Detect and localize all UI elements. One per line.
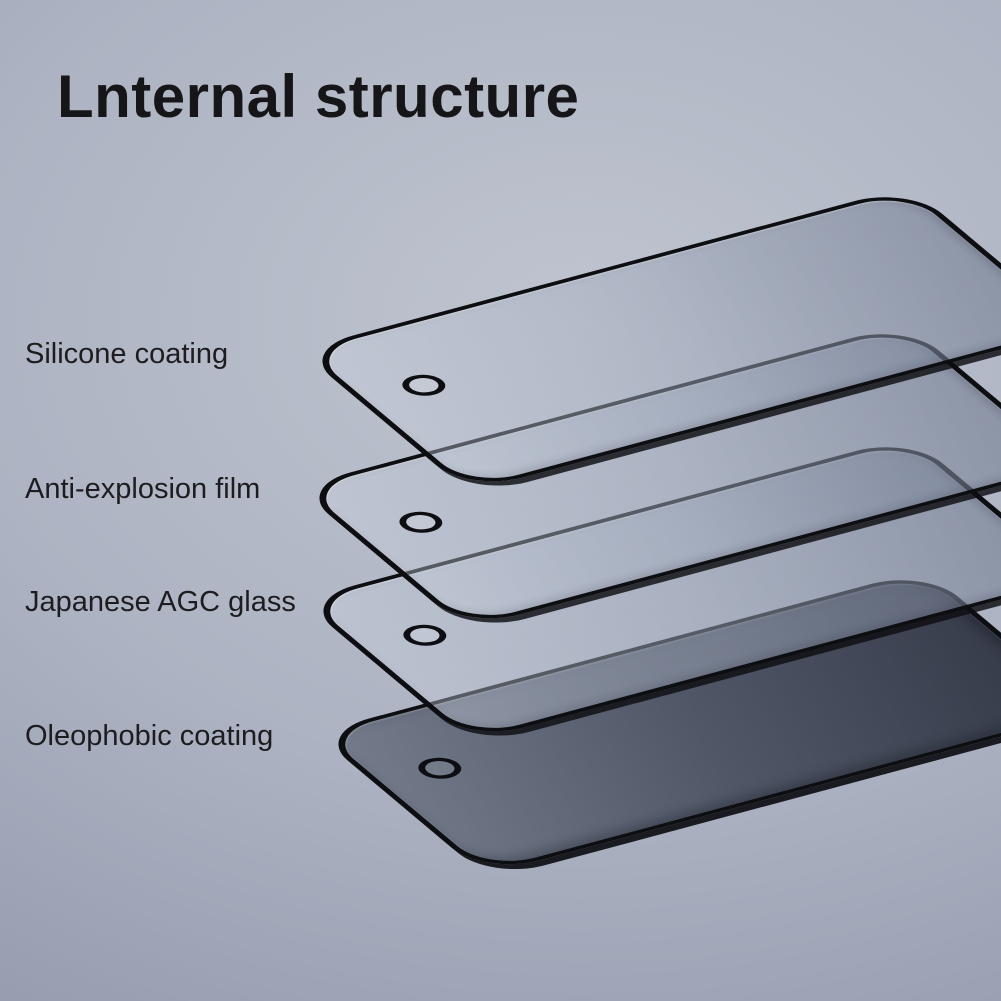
camera-hole-icon	[391, 508, 451, 537]
page-title: Lnternal structure	[57, 63, 580, 130]
layer-label-japanese-agc-glass: Japanese AGC glass	[25, 586, 296, 618]
camera-hole-icon	[410, 754, 470, 783]
camera-hole-icon	[394, 371, 454, 400]
layer-label-anti-explosion-film: Anti-explosion film	[25, 473, 261, 505]
camera-hole-icon	[395, 621, 455, 650]
layer-label-silicone-coating: Silicone coating	[25, 338, 229, 370]
layer-label-oleophobic-coating: Oleophobic coating	[25, 720, 274, 752]
